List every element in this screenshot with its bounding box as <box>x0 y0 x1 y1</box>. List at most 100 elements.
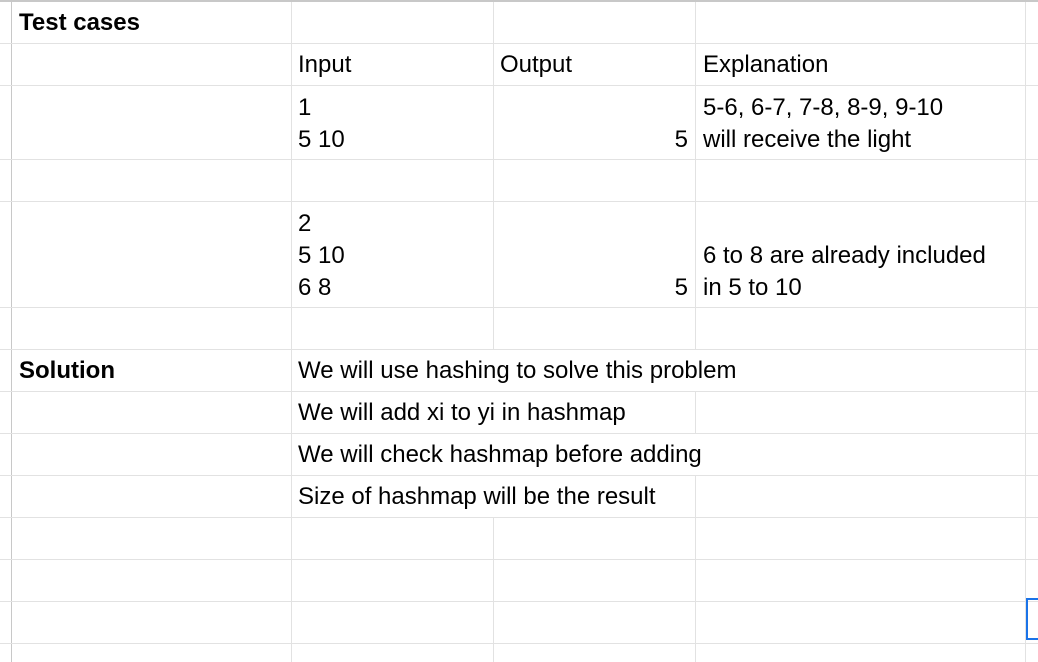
cell[interactable] <box>1026 2 1038 43</box>
cell-test1-output[interactable]: 5 <box>494 86 696 159</box>
cell[interactable] <box>494 560 696 601</box>
cell[interactable] <box>696 2 1026 43</box>
cell-output-header[interactable]: Output <box>494 44 696 85</box>
cell[interactable] <box>12 644 292 662</box>
cell[interactable] <box>292 518 494 559</box>
cell-test1-input[interactable]: 1 5 10 <box>292 86 494 159</box>
heading-text: Test cases <box>19 8 140 36</box>
cell[interactable] <box>1026 560 1038 601</box>
cell[interactable] <box>12 434 292 475</box>
row-edge-cell[interactable] <box>0 202 12 307</box>
cell-text: Size of hashmap will be the result <box>298 482 656 510</box>
cell-explanation-header[interactable]: Explanation <box>696 44 1026 85</box>
cell[interactable] <box>696 644 1026 662</box>
cell[interactable] <box>12 160 292 201</box>
row-edge-cell[interactable] <box>0 476 12 517</box>
cell[interactable] <box>292 602 494 643</box>
cell[interactable] <box>1026 86 1038 159</box>
table-row <box>0 308 1038 350</box>
cell[interactable] <box>696 160 1026 201</box>
cell[interactable] <box>1026 392 1038 433</box>
cell-input-header[interactable]: Input <box>292 44 494 85</box>
cell[interactable] <box>12 202 292 307</box>
cell[interactable] <box>494 392 696 433</box>
row-edge-cell[interactable] <box>0 518 12 559</box>
cell[interactable] <box>12 308 292 349</box>
cell-test2-explanation[interactable]: 6 to 8 are already included in 5 to 10 <box>696 202 1026 307</box>
cell[interactable] <box>696 350 1026 391</box>
cell-text: 6 to 8 are already included in 5 to 10 <box>703 242 986 301</box>
table-row: Size of hashmap will be the result <box>0 476 1038 518</box>
cell[interactable] <box>1026 350 1038 391</box>
cell-text: 1 5 10 <box>298 94 345 153</box>
cell[interactable] <box>494 602 696 643</box>
row-edge-cell[interactable] <box>0 44 12 85</box>
cell[interactable] <box>696 392 1026 433</box>
table-row <box>0 518 1038 560</box>
cell[interactable] <box>1026 434 1038 475</box>
table-row <box>0 602 1038 644</box>
grid-top-border <box>0 0 1038 2</box>
column-header-text: Input <box>298 50 352 78</box>
cell[interactable] <box>292 2 494 43</box>
cell-solution-step-4[interactable]: Size of hashmap will be the result <box>292 476 656 517</box>
cell[interactable] <box>696 434 1026 475</box>
cell[interactable] <box>494 2 696 43</box>
cell[interactable] <box>292 308 494 349</box>
cell[interactable] <box>12 392 292 433</box>
cell[interactable] <box>494 518 696 559</box>
cell[interactable] <box>1026 202 1038 307</box>
selected-cell-outline[interactable] <box>1026 598 1038 640</box>
column-header-text: Explanation <box>703 50 829 78</box>
cell-solution-heading[interactable]: Solution <box>12 350 292 391</box>
column-header-text: Output <box>500 50 573 78</box>
cell[interactable] <box>696 602 1026 643</box>
cell-test2-input[interactable]: 2 5 10 6 8 <box>292 202 494 307</box>
cell[interactable] <box>696 518 1026 559</box>
cell[interactable] <box>12 86 292 159</box>
cell-solution-step-1[interactable]: We will use hashing to solve this proble… <box>292 350 736 391</box>
cell[interactable] <box>12 560 292 601</box>
row-edge-cell[interactable] <box>0 434 12 475</box>
cell[interactable] <box>696 308 1026 349</box>
cell[interactable] <box>292 644 494 662</box>
cell[interactable] <box>494 476 696 517</box>
cell-solution-step-3[interactable]: We will check hashmap before adding <box>292 434 702 475</box>
cell[interactable] <box>12 476 292 517</box>
cell[interactable] <box>1026 644 1038 662</box>
cell[interactable] <box>12 44 292 85</box>
cell[interactable] <box>292 160 494 201</box>
cell[interactable] <box>696 476 1026 517</box>
cell[interactable] <box>696 560 1026 601</box>
row-edge-cell[interactable] <box>0 2 12 43</box>
table-row <box>0 644 1038 662</box>
cell[interactable] <box>12 518 292 559</box>
cell-text: 5-6, 6-7, 7-8, 8-9, 9-10 will receive th… <box>703 94 944 153</box>
cell[interactable] <box>494 308 696 349</box>
row-edge-cell[interactable] <box>0 560 12 601</box>
row-edge-cell[interactable] <box>0 392 12 433</box>
heading-text: Solution <box>19 356 115 384</box>
cell[interactable] <box>1026 160 1038 201</box>
cell-test-cases-heading[interactable]: Test cases <box>12 2 292 43</box>
row-edge-cell[interactable] <box>0 160 12 201</box>
cell[interactable] <box>12 602 292 643</box>
cell[interactable] <box>1026 308 1038 349</box>
cell[interactable] <box>494 644 696 662</box>
row-edge-cell[interactable] <box>0 86 12 159</box>
row-edge-cell[interactable] <box>0 644 12 662</box>
cell-text: 2 5 10 6 8 <box>298 210 345 301</box>
cell-test2-output[interactable]: 5 <box>494 202 696 307</box>
cell[interactable] <box>1026 476 1038 517</box>
cell-solution-step-2[interactable]: We will add xi to yi in hashmap <box>292 392 626 433</box>
row-edge-cell[interactable] <box>0 602 12 643</box>
cell[interactable] <box>292 560 494 601</box>
row-edge-cell[interactable] <box>0 350 12 391</box>
cell[interactable] <box>494 160 696 201</box>
row-edge-cell[interactable] <box>0 308 12 349</box>
table-row: Solution We will use hashing to solve th… <box>0 350 1038 392</box>
cell[interactable] <box>1026 518 1038 559</box>
cell-test1-explanation[interactable]: 5-6, 6-7, 7-8, 8-9, 9-10 will receive th… <box>696 86 1026 159</box>
cell[interactable] <box>1026 44 1038 85</box>
